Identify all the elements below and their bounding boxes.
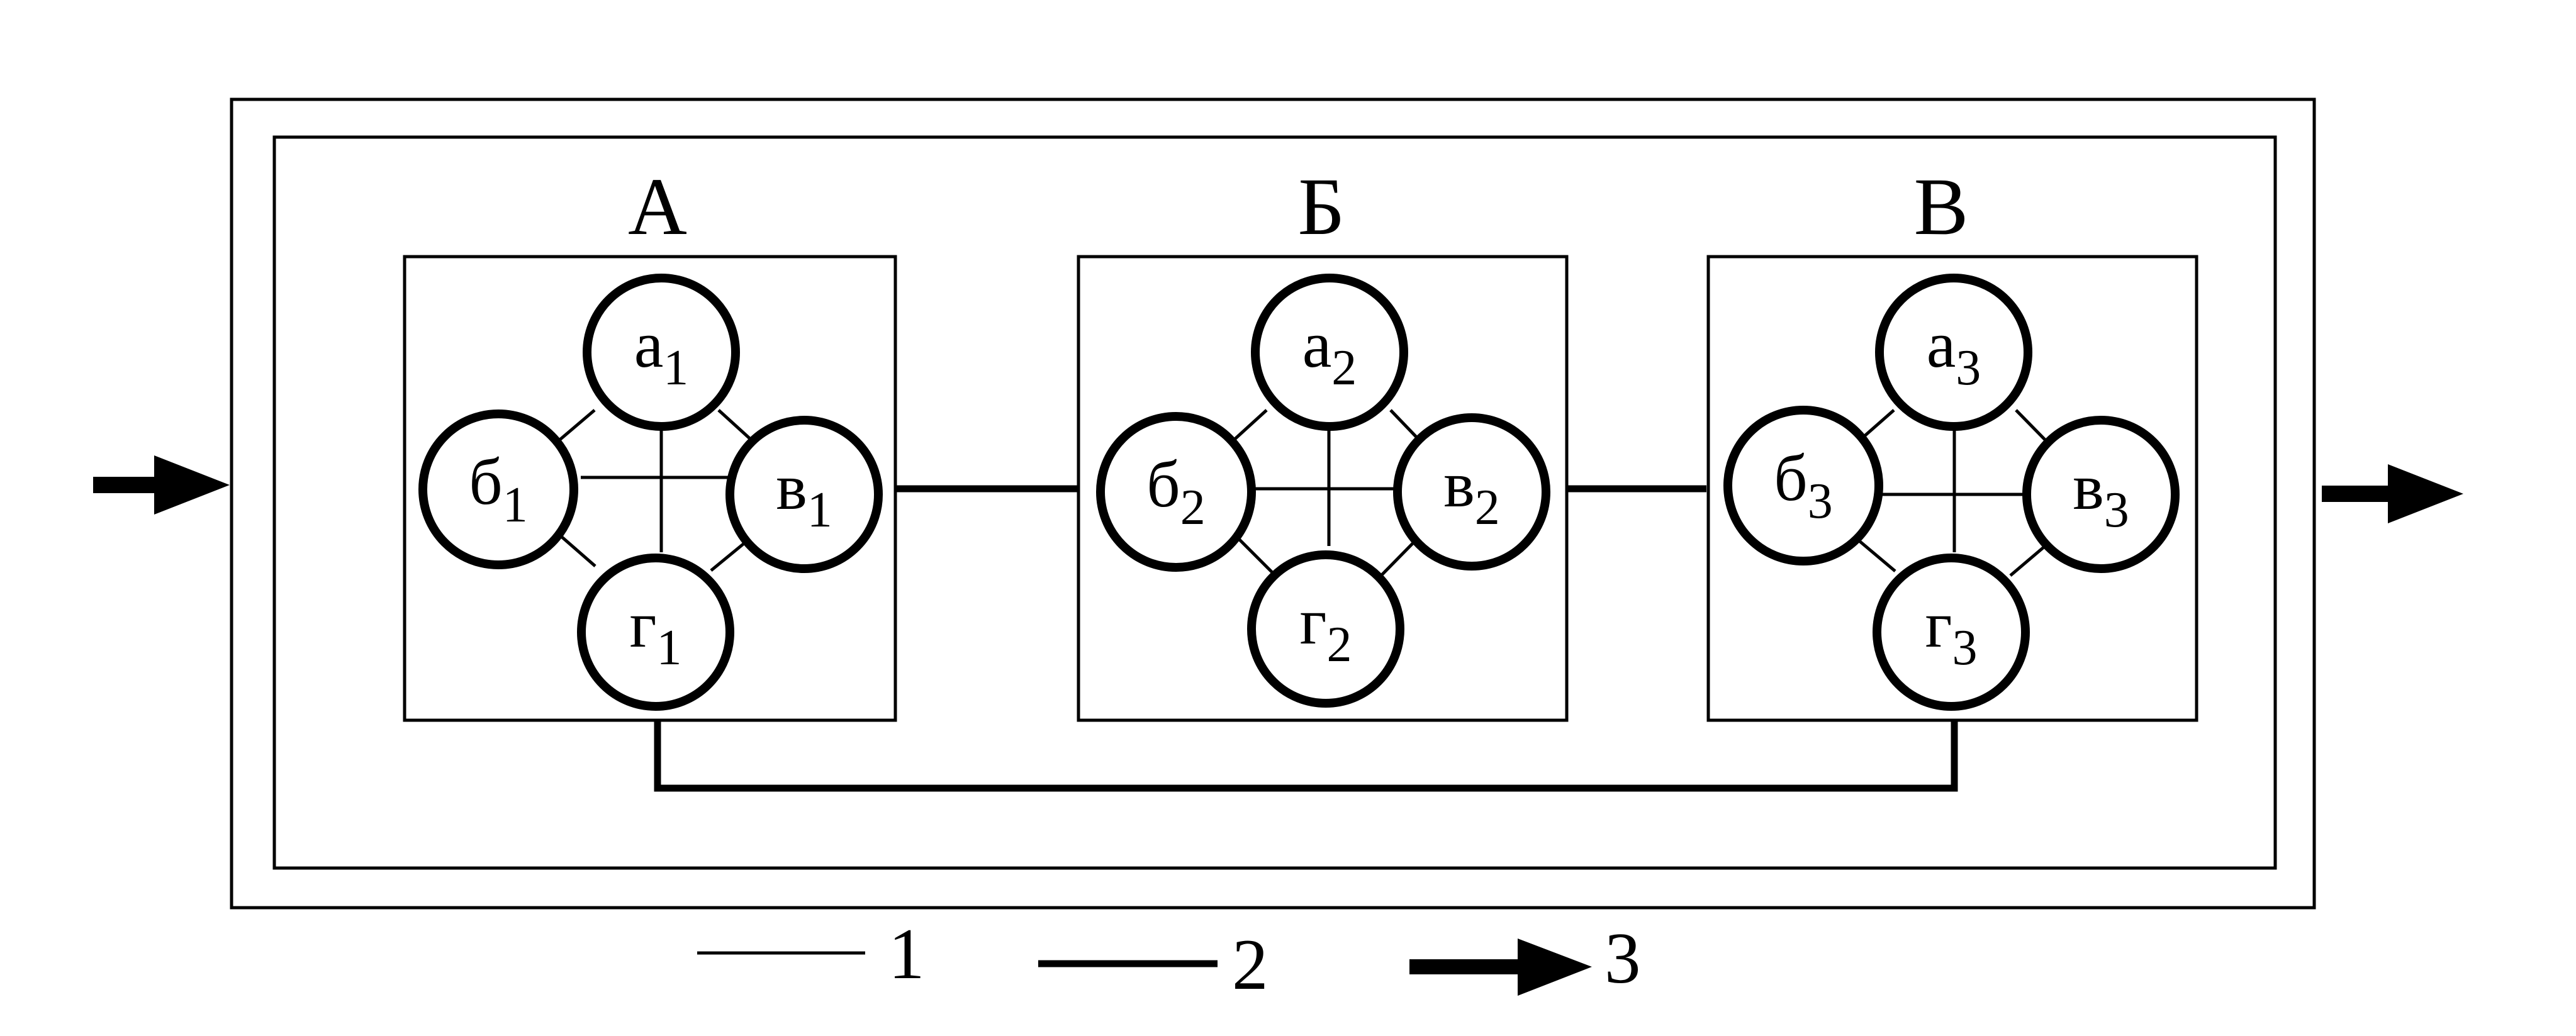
- svg-text:б3: б3: [1774, 441, 1832, 529]
- legend-item-thick-line: 2: [1038, 925, 1268, 1005]
- block-a: А а1 б1 в1 г1: [403, 162, 897, 722]
- svg-text:1: 1: [888, 914, 925, 994]
- node-b1: б1: [418, 409, 578, 569]
- output-arrow: [2322, 464, 2463, 523]
- svg-text:в2: в2: [1443, 447, 1500, 535]
- node-a2: а2: [1251, 274, 1408, 431]
- svg-text:а1: а1: [634, 308, 689, 396]
- svg-text:в1: в1: [776, 450, 832, 538]
- svg-text:а3: а3: [1927, 308, 1981, 396]
- block-b: Б а2 б2 в2 г2: [1077, 162, 1569, 722]
- input-arrow: [93, 455, 230, 515]
- block-a-title: А: [628, 162, 687, 252]
- node-v1: в1: [725, 416, 883, 573]
- node-a1: а1: [583, 274, 740, 431]
- block-b-title: Б: [1298, 162, 1345, 252]
- svg-text:б1: б1: [469, 445, 527, 533]
- node-g3: г3: [1873, 554, 2030, 711]
- node-a3: а3: [1875, 274, 2032, 431]
- node-b2: б2: [1096, 412, 1256, 572]
- block-b-box: [1077, 255, 1569, 722]
- block-v-box: [1706, 255, 2198, 722]
- node-g1: г1: [577, 554, 734, 711]
- legend: 1 2 3: [697, 914, 1641, 1005]
- bottom-connector: [654, 719, 1958, 792]
- svg-text:в3: в3: [2073, 450, 2129, 538]
- block-v: В а3 б3 в3 г3: [1706, 162, 2198, 722]
- svg-text:г3: г3: [1925, 588, 1977, 676]
- inner-frame: [272, 135, 2277, 870]
- svg-text:а2: а2: [1302, 308, 1357, 396]
- outer-frame: [230, 97, 2316, 910]
- legend-item-arrow: 3: [1409, 918, 1641, 998]
- svg-text:б2: б2: [1146, 447, 1205, 535]
- block-v-title: В: [1914, 162, 1969, 252]
- svg-text:2: 2: [1232, 925, 1268, 1005]
- node-g2: г2: [1247, 550, 1404, 708]
- node-v2: в2: [1393, 413, 1550, 571]
- block-a-box: [403, 255, 897, 722]
- svg-text:3: 3: [1604, 918, 1641, 998]
- svg-text:г2: г2: [1299, 584, 1352, 672]
- node-b3: б3: [1723, 406, 1883, 565]
- svg-text:г1: г1: [629, 588, 681, 676]
- legend-item-thin-line: 1: [697, 914, 925, 994]
- node-v3: в3: [2022, 416, 2180, 573]
